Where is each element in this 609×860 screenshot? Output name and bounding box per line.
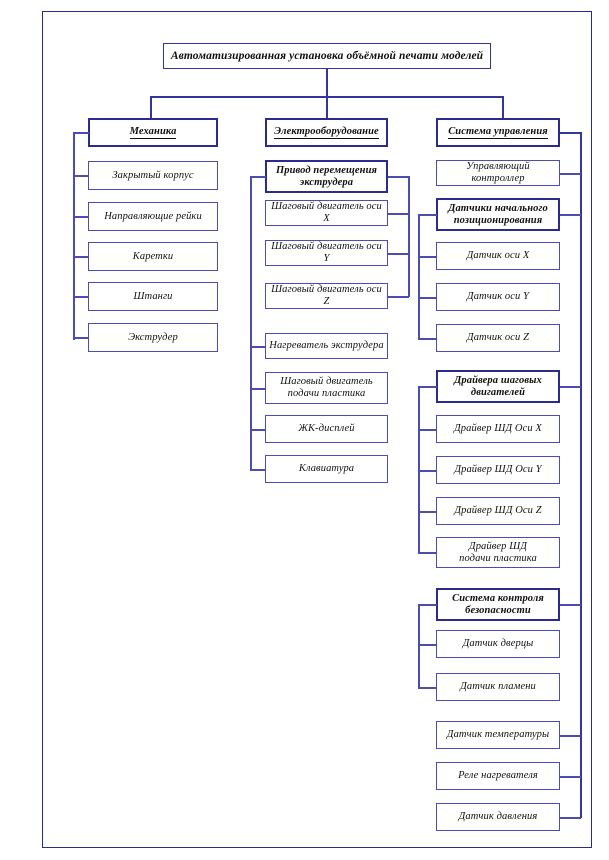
group-header-safety-system-label: Система контроля безопасности [452, 592, 544, 616]
node-stepper-motor-y[interactable]: Шаговый двигатель оси Y [265, 240, 388, 266]
connector-bus-stepper-drivers [418, 386, 420, 552]
node-extruder-heater[interactable]: Нагреватель экструдера [265, 333, 388, 359]
connector-stub-extruder [73, 337, 89, 339]
connector-stub-extruder-drive [250, 176, 266, 178]
connector-drop-mechanics [150, 96, 152, 119]
connector-stub-safety-system-right [560, 604, 581, 606]
connector-stub-main-controller [560, 173, 581, 175]
group-header-mechanics[interactable]: Механика [88, 118, 218, 147]
node-pressure-sensor[interactable]: Датчик давления [436, 803, 560, 831]
connector-stub-home-sensor-y [418, 297, 437, 299]
node-driver-x[interactable]: Драйвер ШД Оси X [436, 415, 560, 443]
group-header-stepper-drivers[interactable]: Драйвера шаговых двигателей [436, 370, 560, 403]
connector-bus-stepper-motors [408, 176, 410, 297]
connector-stub-pressure-sensor [560, 817, 581, 819]
node-heater-relay[interactable]: Реле нагревателя [436, 762, 560, 790]
connector-stub-mechanics-head [73, 132, 89, 134]
node-filament-feed-stepper-label: Шаговый двигатель подачи пластика [280, 376, 373, 399]
root-node-automated-3d-printer[interactable]: Автоматизированная установка объёмной пе… [163, 43, 491, 69]
group-header-extruder-drive[interactable]: Привод перемещения экструдера [265, 160, 388, 193]
node-temperature-sensor[interactable]: Датчик температуры [436, 721, 560, 749]
connector-stub-carriages [73, 256, 89, 258]
connector-stub-heater-relay [560, 776, 581, 778]
connector-stub-driver-z [418, 511, 437, 513]
connector-stub-enclosure [73, 175, 89, 177]
node-main-controller[interactable]: Управляющий контроллер [436, 160, 560, 186]
connector-bus-homing-sensors [418, 214, 420, 339]
connector-bus-safety-system [418, 604, 420, 688]
connector-stub-home-sensor-x [418, 256, 437, 258]
connector-bus-electrical [250, 176, 252, 470]
node-lcd-display[interactable]: ЖК-дисплей [265, 415, 388, 443]
node-extruder[interactable]: Экструдер [88, 323, 218, 352]
node-driver-y[interactable]: Драйвер ШД Оси Y [436, 456, 560, 484]
node-guide-rails[interactable]: Направляющие рейки [88, 202, 218, 231]
group-header-homing-sensors-label: Датчики начального позиционирования [448, 202, 548, 226]
group-header-stepper-drivers-label: Драйвера шаговых двигателей [454, 374, 542, 398]
connector-stub-stepper-y [388, 253, 409, 255]
connector-stub-stepper-x [388, 213, 409, 215]
connector-stub-guide-rails [73, 216, 89, 218]
group-header-extruder-drive-label: Привод перемещения экструдера [275, 164, 378, 188]
connector-stub-extruder-heater [250, 346, 266, 348]
node-carriages[interactable]: Каретки [88, 242, 218, 271]
connector-stub-door-sensor [418, 644, 437, 646]
connector-stub-safety-system-left [418, 604, 437, 606]
group-header-safety-system[interactable]: Система контроля безопасности [436, 588, 560, 621]
node-stepper-motor-z[interactable]: Шаговый двигатель оси Z [265, 283, 388, 309]
connector-stub-stepper-drivers-right [560, 386, 581, 388]
node-stepper-motor-x[interactable]: Шаговый двигатель оси X [265, 200, 388, 226]
node-rods[interactable]: Штанги [88, 282, 218, 311]
connector-drop-control [502, 96, 504, 119]
group-header-homing-sensors[interactable]: Датчики начального позиционирования [436, 198, 560, 231]
group-header-control-system[interactable]: Система управления [436, 118, 560, 147]
connector-stub-driver-y [418, 470, 437, 472]
connector-trunk-control-system [580, 132, 582, 818]
node-driver-filament-feed[interactable]: Драйвер ШД подачи пластика [436, 537, 560, 568]
connector-stub-temperature-sensor [560, 735, 581, 737]
connector-drop-electrical [326, 96, 328, 119]
node-keyboard[interactable]: Клавиатура [265, 455, 388, 483]
connector-stub-flame-sensor [418, 687, 437, 689]
group-header-electrical[interactable]: Электрооборудование [265, 118, 388, 147]
connector-stub-driver-filament-feed [418, 552, 437, 554]
group-header-mechanics-label: Механика [129, 126, 177, 139]
node-filament-feed-stepper[interactable]: Шаговый двигатель подачи пластика [265, 372, 388, 404]
connector-stub-driver-x [418, 429, 437, 431]
connector-bus-mechanics [73, 132, 75, 340]
node-driver-filament-feed-label: Драйвер ШД подачи пластика [459, 540, 537, 564]
node-home-sensor-z[interactable]: Датчик оси Z [436, 324, 560, 352]
node-flame-sensor[interactable]: Датчик пламени [436, 673, 560, 701]
connector-stub-keyboard [250, 469, 266, 471]
connector-stub-control-head-right [560, 132, 581, 134]
node-enclosure[interactable]: Закрытый корпус [88, 161, 218, 190]
connector-stub-lcd-display [250, 429, 266, 431]
connector-stub-homing-sensors-right [560, 214, 581, 216]
connector-stub-filament-feed-stepper [250, 388, 266, 390]
group-header-electrical-label: Электрооборудование [274, 126, 379, 139]
node-door-sensor[interactable]: Датчик дверцы [436, 630, 560, 658]
node-home-sensor-x[interactable]: Датчик оси X [436, 242, 560, 270]
group-header-control-system-label: Система управления [448, 126, 548, 139]
connector-root-stem [326, 69, 328, 97]
connector-stub-home-sensor-z [418, 338, 437, 340]
connector-stub-extruder-drive-right [388, 176, 409, 178]
node-home-sensor-y[interactable]: Датчик оси Y [436, 283, 560, 311]
node-driver-z[interactable]: Драйвер ШД Оси Z [436, 497, 560, 525]
connector-stub-stepper-drivers-left [418, 386, 437, 388]
connector-stub-stepper-z [388, 296, 409, 298]
connector-stub-homing-sensors-left [418, 214, 437, 216]
connector-stub-rods [73, 296, 89, 298]
